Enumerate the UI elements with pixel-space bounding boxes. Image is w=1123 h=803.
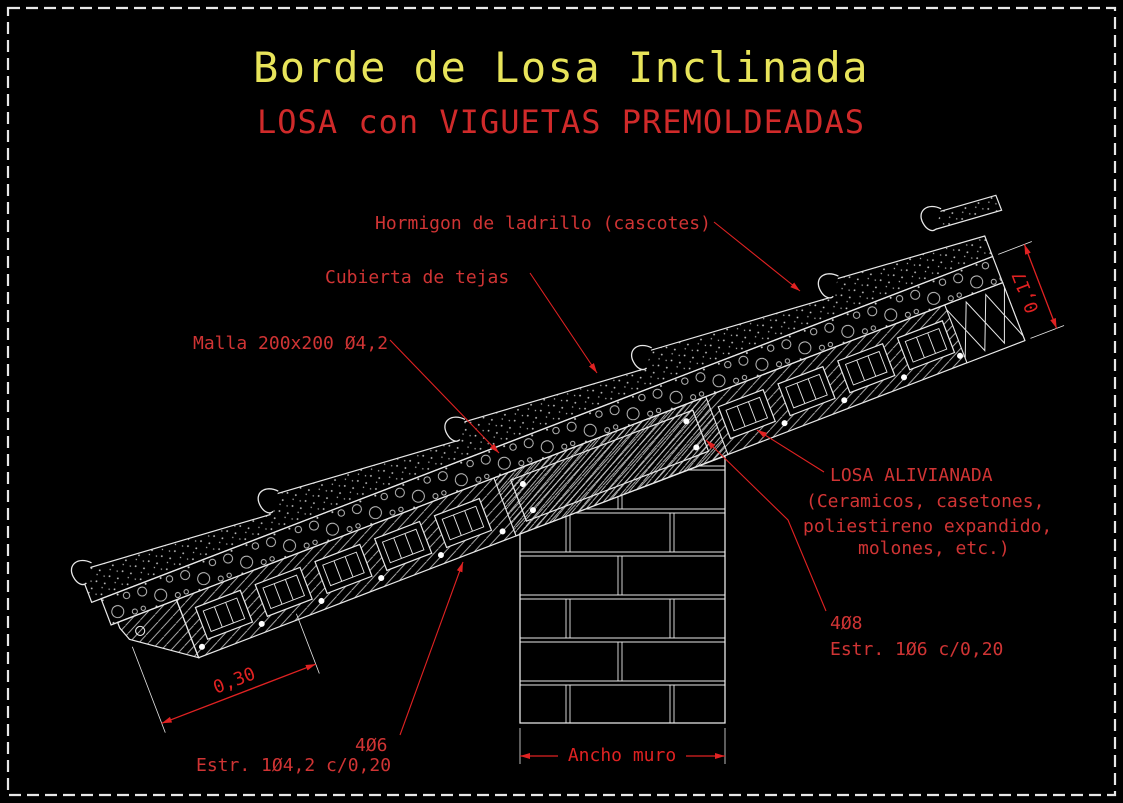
label-4o6: 4Ø6 [355,735,388,756]
leader-hormigon [713,221,801,292]
dim-ancho-muro-text: Ancho muro [568,745,676,766]
label-losa-line3: poliestireno expandido, [803,516,1052,537]
label-cubierta: Cubierta de tejas [325,267,509,288]
page-subtitle: LOSA con VIGUETAS PREMOLDEADAS [257,103,865,141]
page-border [6,6,1117,797]
dim-wall-width: Ancho muro [519,728,726,766]
eave-edge-beam [116,599,200,659]
leader-lines [389,221,827,736]
beam-stirrup [509,409,710,522]
leader-cubierta [529,272,598,374]
label-malla: Malla 200x200 Ø4,2 [193,333,388,354]
tile-curls [70,273,839,586]
page-title: Borde de Losa Inclinada [253,43,869,92]
label-losa-line4: molones, etc.) [858,538,1010,559]
dim-030-text: 0,30 [210,663,258,698]
label-losa-line1: LOSA ALIVIANADA [830,465,993,486]
losa-alivianada-blocks [194,320,956,641]
lattice-end-cut [944,281,1026,364]
leader-4o8 [705,439,827,612]
label-estr-1o6: Estr. 1Ø6 c/0,20 [830,639,1003,660]
edge-rebar-dot [135,625,146,636]
label-estr-1o42: Estr. 1Ø4,2 c/0,20 [196,755,391,776]
leader-losa-alivianada [756,429,825,473]
label-losa-line2: (Ceramicos, casetones, [806,491,1044,512]
dim-017-text: 0,17 [1008,268,1043,316]
ridge-cap-tile [920,194,1003,232]
label-hormigon: Hormigon de ladrillo (cascotes) [375,213,711,234]
leader-malla [389,339,500,454]
leader-4o6 [399,561,464,736]
joist-rebar-dots [198,352,964,650]
beam-rebar-dots [519,418,700,514]
label-4o8: 4Ø8 [830,613,863,634]
